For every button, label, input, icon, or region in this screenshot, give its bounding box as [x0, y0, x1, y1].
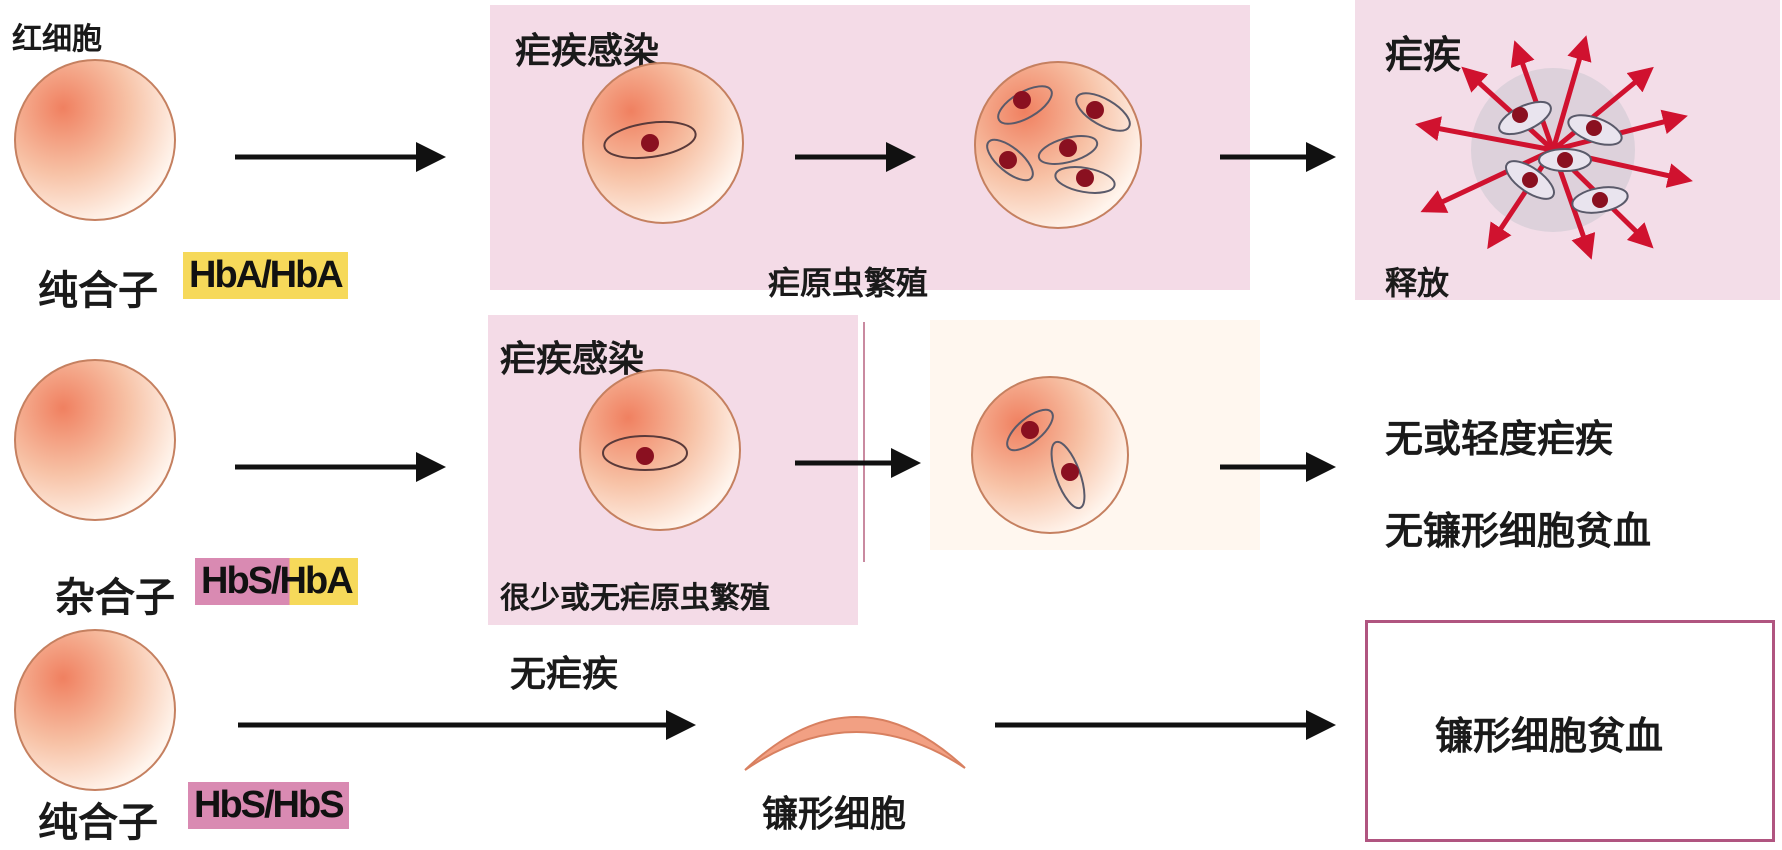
parasite-nucleus	[641, 134, 659, 152]
red-blood-cell	[15, 630, 175, 790]
red-blood-cell	[15, 360, 175, 520]
red-blood-cell	[15, 60, 175, 220]
infected-cell	[975, 62, 1141, 228]
infected-cell	[972, 377, 1128, 533]
sickle-cell	[745, 717, 965, 770]
parasite-nucleus	[636, 447, 654, 465]
infected-cell	[583, 63, 743, 223]
